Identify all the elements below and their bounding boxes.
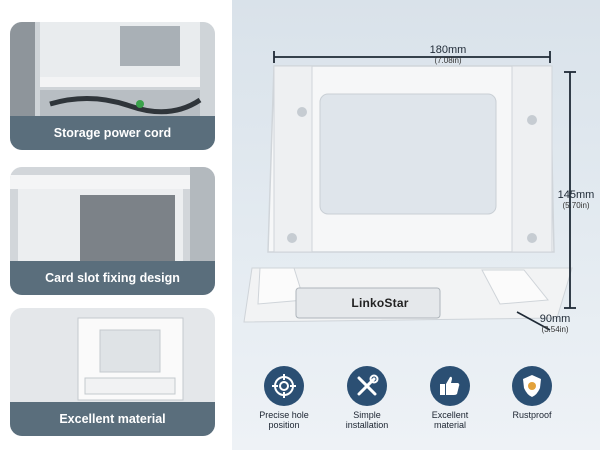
feature-label-line: material <box>433 419 466 430</box>
rust-shield-icon <box>512 366 552 406</box>
feature-label: Precise hole position <box>244 410 324 431</box>
card-caption: Storage power cord <box>10 116 215 150</box>
feature-label: Excellent material <box>410 410 490 431</box>
storage-power-cord-photo <box>10 22 215 118</box>
feature-label-line: Precise hole <box>259 410 309 420</box>
depth-value: 90mm <box>539 313 571 325</box>
card-caption: Excellent material <box>10 402 215 436</box>
target-crosshair-icon <box>264 366 304 406</box>
feature-excellent-material: Excellent material <box>410 366 490 431</box>
width-value: 180mm <box>429 44 467 56</box>
feature-simple-installation: Simple installation <box>327 366 407 431</box>
feature-label: Simple installation <box>327 410 407 431</box>
card-caption: Card slot fixing design <box>10 261 215 295</box>
feature-label-line: Simple <box>353 410 381 420</box>
bracket-thumbnail-photo <box>10 308 215 404</box>
feature-label-line: Rustproof <box>512 410 552 420</box>
excellent-material-card: Excellent material <box>10 308 215 436</box>
feature-label-line: Excellent <box>431 410 469 420</box>
storage-power-cord-card: Storage power cord <box>10 22 215 150</box>
wall-mount-bracket-illustration <box>243 51 576 331</box>
card-slot-fixing-card: Card slot fixing design <box>10 167 215 295</box>
depth-inches: (3.54in) <box>541 324 569 334</box>
brand-logo: LinkoStar <box>351 296 409 310</box>
thumbs-up-icon <box>430 366 470 406</box>
product-panel: 180mm (7.08in) 145mm (5.70in) 90mm (3.54… <box>232 0 600 450</box>
width-dimension-label: 180mm (7.08in) <box>408 44 488 65</box>
height-inches: (5.70in) <box>562 200 590 210</box>
feature-label-line: position <box>268 419 300 430</box>
feature-label-line: installation <box>345 419 389 430</box>
feature-photo-column: Storage power cord Card slot fixing desi… <box>0 0 232 450</box>
feature-precise-hole: Precise hole position <box>244 366 324 431</box>
feature-rustproof: Rustproof <box>492 366 572 421</box>
width-inches: (7.08in) <box>434 55 462 65</box>
card-slot-photo <box>10 167 215 263</box>
height-value: 145mm <box>557 189 595 201</box>
depth-dimension-label: 90mm (3.54in) <box>530 313 580 334</box>
wrench-screwdriver-icon <box>347 366 387 406</box>
feature-label: Rustproof <box>492 410 572 421</box>
height-dimension-label: 145mm (5.70in) <box>552 189 600 210</box>
feature-icons-row: Precise hole position Simple installatio… <box>232 362 600 450</box>
